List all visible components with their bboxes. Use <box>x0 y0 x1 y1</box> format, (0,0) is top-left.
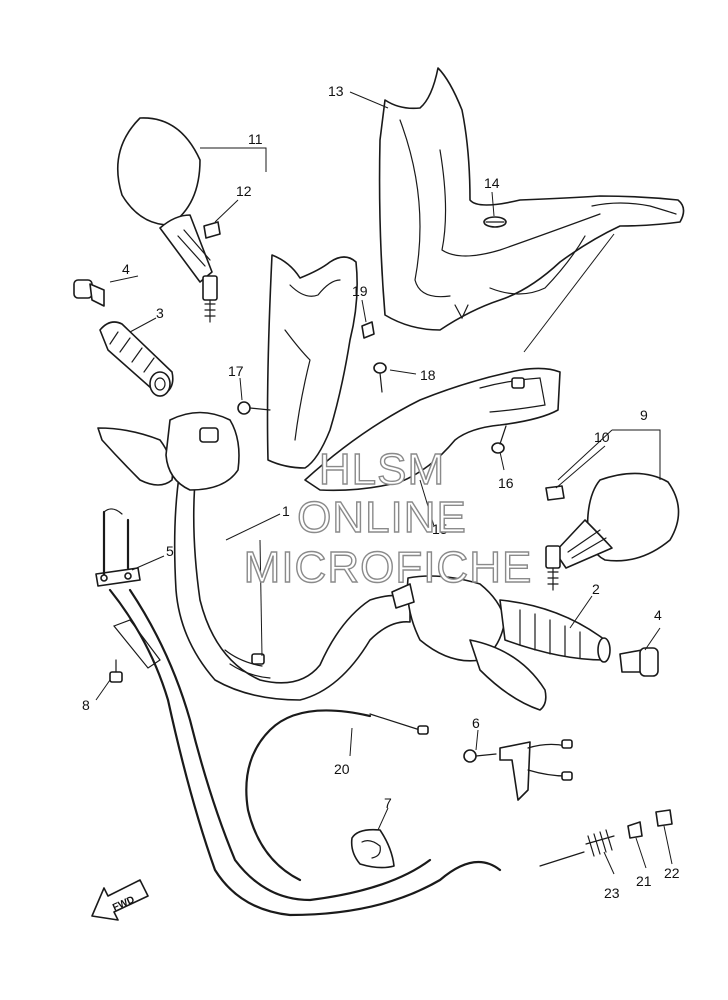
watermark: HLSM ONLINE MICROFICHE <box>243 444 533 592</box>
callout-22: 22 <box>664 865 680 881</box>
callout-11: 11 <box>248 131 263 147</box>
callout-9: 9 <box>640 407 648 423</box>
screw-17 <box>237 401 271 415</box>
handlebar-cover-front <box>378 67 685 331</box>
throttle-cable-20 <box>245 709 429 882</box>
callout-5: 5 <box>166 543 174 559</box>
callout-6: 6 <box>472 715 480 731</box>
clip-nut-19 <box>361 321 375 339</box>
screw-8 <box>109 659 123 683</box>
watermark-line-2: ONLINE <box>297 493 467 542</box>
left-lever-housing <box>97 411 240 491</box>
callout-21: 21 <box>636 873 652 889</box>
callout-17: 17 <box>228 363 244 379</box>
nut-22 <box>655 809 673 827</box>
callout-12: 12 <box>236 183 252 199</box>
brake-cables-left <box>95 508 502 917</box>
callout-4-right: 4 <box>654 607 662 623</box>
fwd-arrow-icon: FWD <box>91 879 149 921</box>
mirror-left <box>116 117 218 323</box>
callout-15: 15 <box>432 521 448 537</box>
leader-lines <box>95 91 673 875</box>
callout-4-left: 4 <box>122 261 130 277</box>
watermark-line-3: MICROFICHE <box>244 543 533 592</box>
callout-20: 20 <box>334 761 350 777</box>
callout-14: 14 <box>484 175 500 191</box>
mirror-cap-12 <box>203 221 221 239</box>
mirror-cap-10 <box>545 485 565 501</box>
collar-21 <box>627 821 643 839</box>
right-throttle-grip <box>391 575 611 711</box>
watermark-line-1: HLSM <box>319 445 445 494</box>
callout-2: 2 <box>592 581 600 597</box>
grip-end-left <box>73 279 105 307</box>
callout-8: 8 <box>82 697 90 713</box>
cable-bracket-6 <box>463 739 573 801</box>
cable-lock-7 <box>350 828 395 869</box>
callout-18: 18 <box>420 367 436 383</box>
cable-adjuster-23 <box>539 829 615 867</box>
mirror-right <box>545 472 680 591</box>
callout-10: 10 <box>594 429 610 445</box>
left-grip <box>99 321 174 397</box>
clip-14 <box>483 216 507 228</box>
handlebar-cover-rear <box>266 254 561 492</box>
screw-16 <box>491 425 507 454</box>
callout-numbers: 1 2 3 4 4 5 6 7 8 9 10 11 12 13 14 15 16… <box>82 83 680 901</box>
callout-23: 23 <box>604 885 620 901</box>
callout-13: 13 <box>328 83 344 99</box>
callout-19: 19 <box>352 283 368 299</box>
callout-16: 16 <box>498 475 514 491</box>
bolt-18 <box>373 362 387 393</box>
callout-3: 3 <box>156 305 164 321</box>
grip-end-right <box>619 647 659 677</box>
handlebar <box>173 469 411 701</box>
callout-1: 1 <box>282 503 290 519</box>
callout-7: 7 <box>384 795 392 811</box>
